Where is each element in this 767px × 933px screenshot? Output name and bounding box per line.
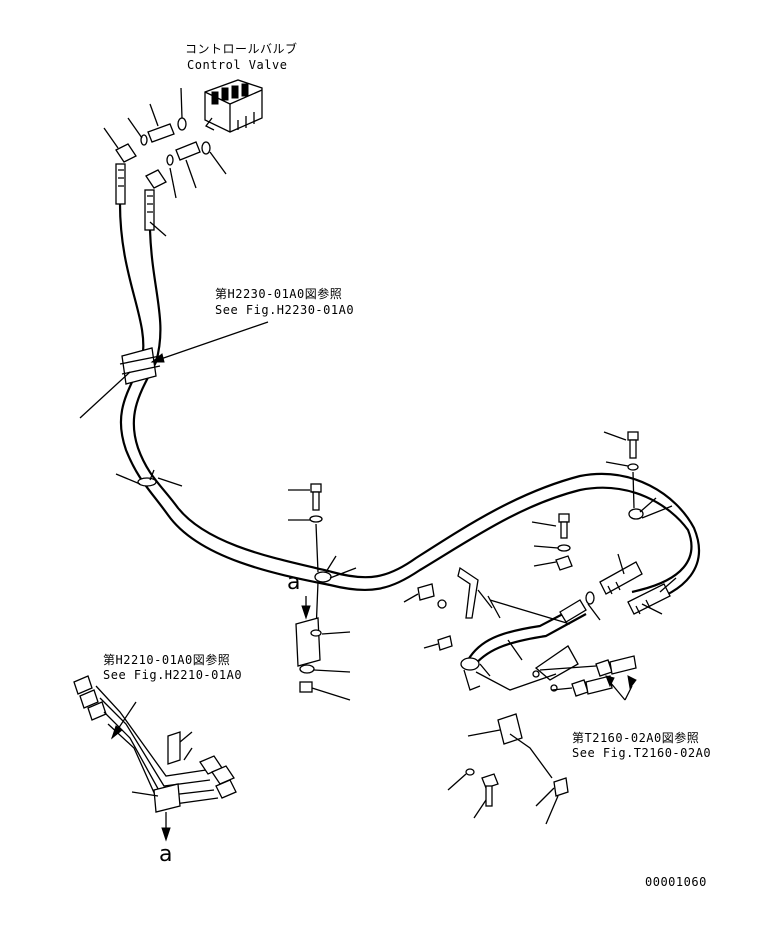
bolt-stack-center <box>288 483 351 701</box>
marker-a-top: a <box>287 570 301 595</box>
hose-leaders <box>79 321 673 579</box>
control-valve-label-jp: コントロールバルブ <box>185 42 298 56</box>
control-valve <box>204 79 263 133</box>
control-valve-label-en: Control Valve <box>187 58 288 72</box>
bolt-stack-right <box>531 513 573 571</box>
ref-t2160-jp: 第T2160-02A0図参照 <box>572 731 700 745</box>
right-fittings <box>585 553 677 615</box>
ref-h2210-en: See Fig.H2210-01A0 <box>103 668 243 682</box>
ref-t2160-en: See Fig.T2160-02A0 <box>572 746 712 760</box>
ref-h2210-jp: 第H2210-01A0図参照 <box>103 653 231 667</box>
ref-h2230-en: See Fig.H2230-01A0 <box>215 303 355 317</box>
valve-fittings <box>115 117 211 231</box>
hose-ends-t2160 <box>539 655 637 701</box>
drawing-number: 00001060 <box>645 875 707 889</box>
ref-h2230-jp: 第H2230-01A0図参照 <box>215 287 343 301</box>
bracket-lower <box>447 713 569 825</box>
marker-a-bottom: a <box>159 842 173 867</box>
bolt-top-right <box>603 431 639 509</box>
hose-run <box>118 203 700 607</box>
valve-leaders <box>103 87 227 237</box>
pipe-assembly-left <box>73 675 237 842</box>
pipe-assembly-right <box>403 566 601 692</box>
